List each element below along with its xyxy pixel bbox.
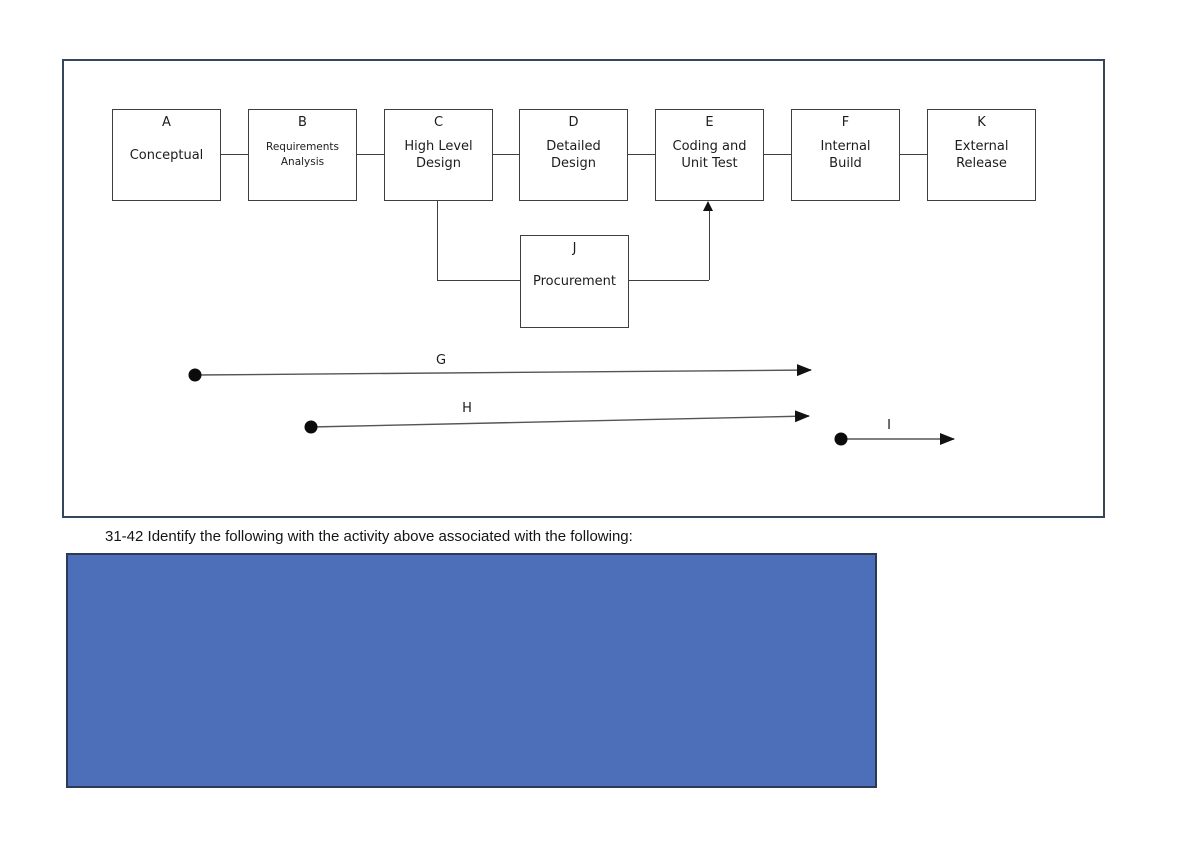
question-text: 31-42 Identify the following with the ac…: [105, 528, 633, 545]
box-name-line: Detailed: [546, 139, 601, 154]
process-box-k: K External Release: [927, 109, 1036, 201]
box-name: External Release: [928, 110, 1035, 200]
box-name: Requirements Analysis: [249, 110, 356, 200]
connector-j-e-horizontal: [629, 280, 709, 281]
arrow-g-line: [194, 364, 812, 377]
box-name-line: Unit Test: [681, 156, 738, 171]
box-name-line: Requirements: [266, 141, 339, 153]
box-letter: C: [433, 115, 444, 130]
process-box-c: C High Level Design: [384, 109, 493, 201]
box-name: Detailed Design: [520, 110, 627, 200]
answer-box[interactable]: [66, 553, 877, 788]
arrow-h-line: [310, 410, 810, 428]
arrow-i-start-dot: [834, 432, 848, 446]
arrow-i-label: I: [887, 418, 891, 433]
process-box-f: F Internal Build: [791, 109, 900, 201]
box-name: Internal Build: [792, 110, 899, 200]
connector-f-k: [900, 154, 927, 155]
box-letter: B: [298, 115, 307, 130]
box-name-line: High Level: [404, 139, 473, 154]
box-letter: A: [162, 115, 171, 130]
box-name-line: Coding and: [672, 139, 747, 154]
box-name: Coding and Unit Test: [656, 110, 763, 200]
arrow-h-start-dot: [304, 420, 318, 434]
connector-a-b: [221, 154, 248, 155]
box-name-line: Analysis: [280, 156, 325, 168]
arrow-g-label: G: [435, 353, 447, 368]
box-letter: K: [977, 115, 986, 130]
box-name-line: Build: [829, 156, 862, 171]
box-name: High Level Design: [385, 110, 492, 200]
box-letter: F: [841, 115, 850, 130]
box-name-line: Release: [956, 156, 1007, 171]
process-box-b: B Requirements Analysis: [248, 109, 357, 201]
diagram-frame: A Conceptual B Requirements Analysis C H…: [62, 59, 1105, 518]
arrowhead-up-into-e-icon: [703, 201, 713, 211]
box-letter: E: [705, 115, 714, 130]
box-name-line: Internal: [820, 139, 871, 154]
arrow-h-label: H: [462, 401, 472, 416]
connector-e-f: [764, 154, 791, 155]
box-name-line: Design: [416, 156, 461, 171]
box-name-line: External: [954, 139, 1009, 154]
process-box-j: J Procurement: [520, 235, 629, 328]
box-name-line: Design: [551, 156, 596, 171]
box-letter: D: [568, 115, 579, 130]
process-box-a: A Conceptual: [112, 109, 221, 201]
connector-c-d: [493, 154, 519, 155]
connector-d-e: [628, 154, 655, 155]
connector-c-j-vertical: [437, 201, 438, 280]
box-name-line: Conceptual: [129, 147, 204, 163]
box-name-line: Procurement: [532, 274, 617, 289]
connector-b-c: [357, 154, 384, 155]
box-name: Procurement: [521, 236, 628, 327]
process-box-e: E Coding and Unit Test: [655, 109, 764, 201]
box-name: Conceptual: [113, 110, 220, 200]
connector-c-j-horizontal: [437, 280, 520, 281]
connector-j-e-vertical: [709, 211, 710, 280]
process-box-d: D Detailed Design: [519, 109, 628, 201]
box-letter: J: [572, 241, 577, 256]
arrow-g-start-dot: [188, 368, 202, 382]
